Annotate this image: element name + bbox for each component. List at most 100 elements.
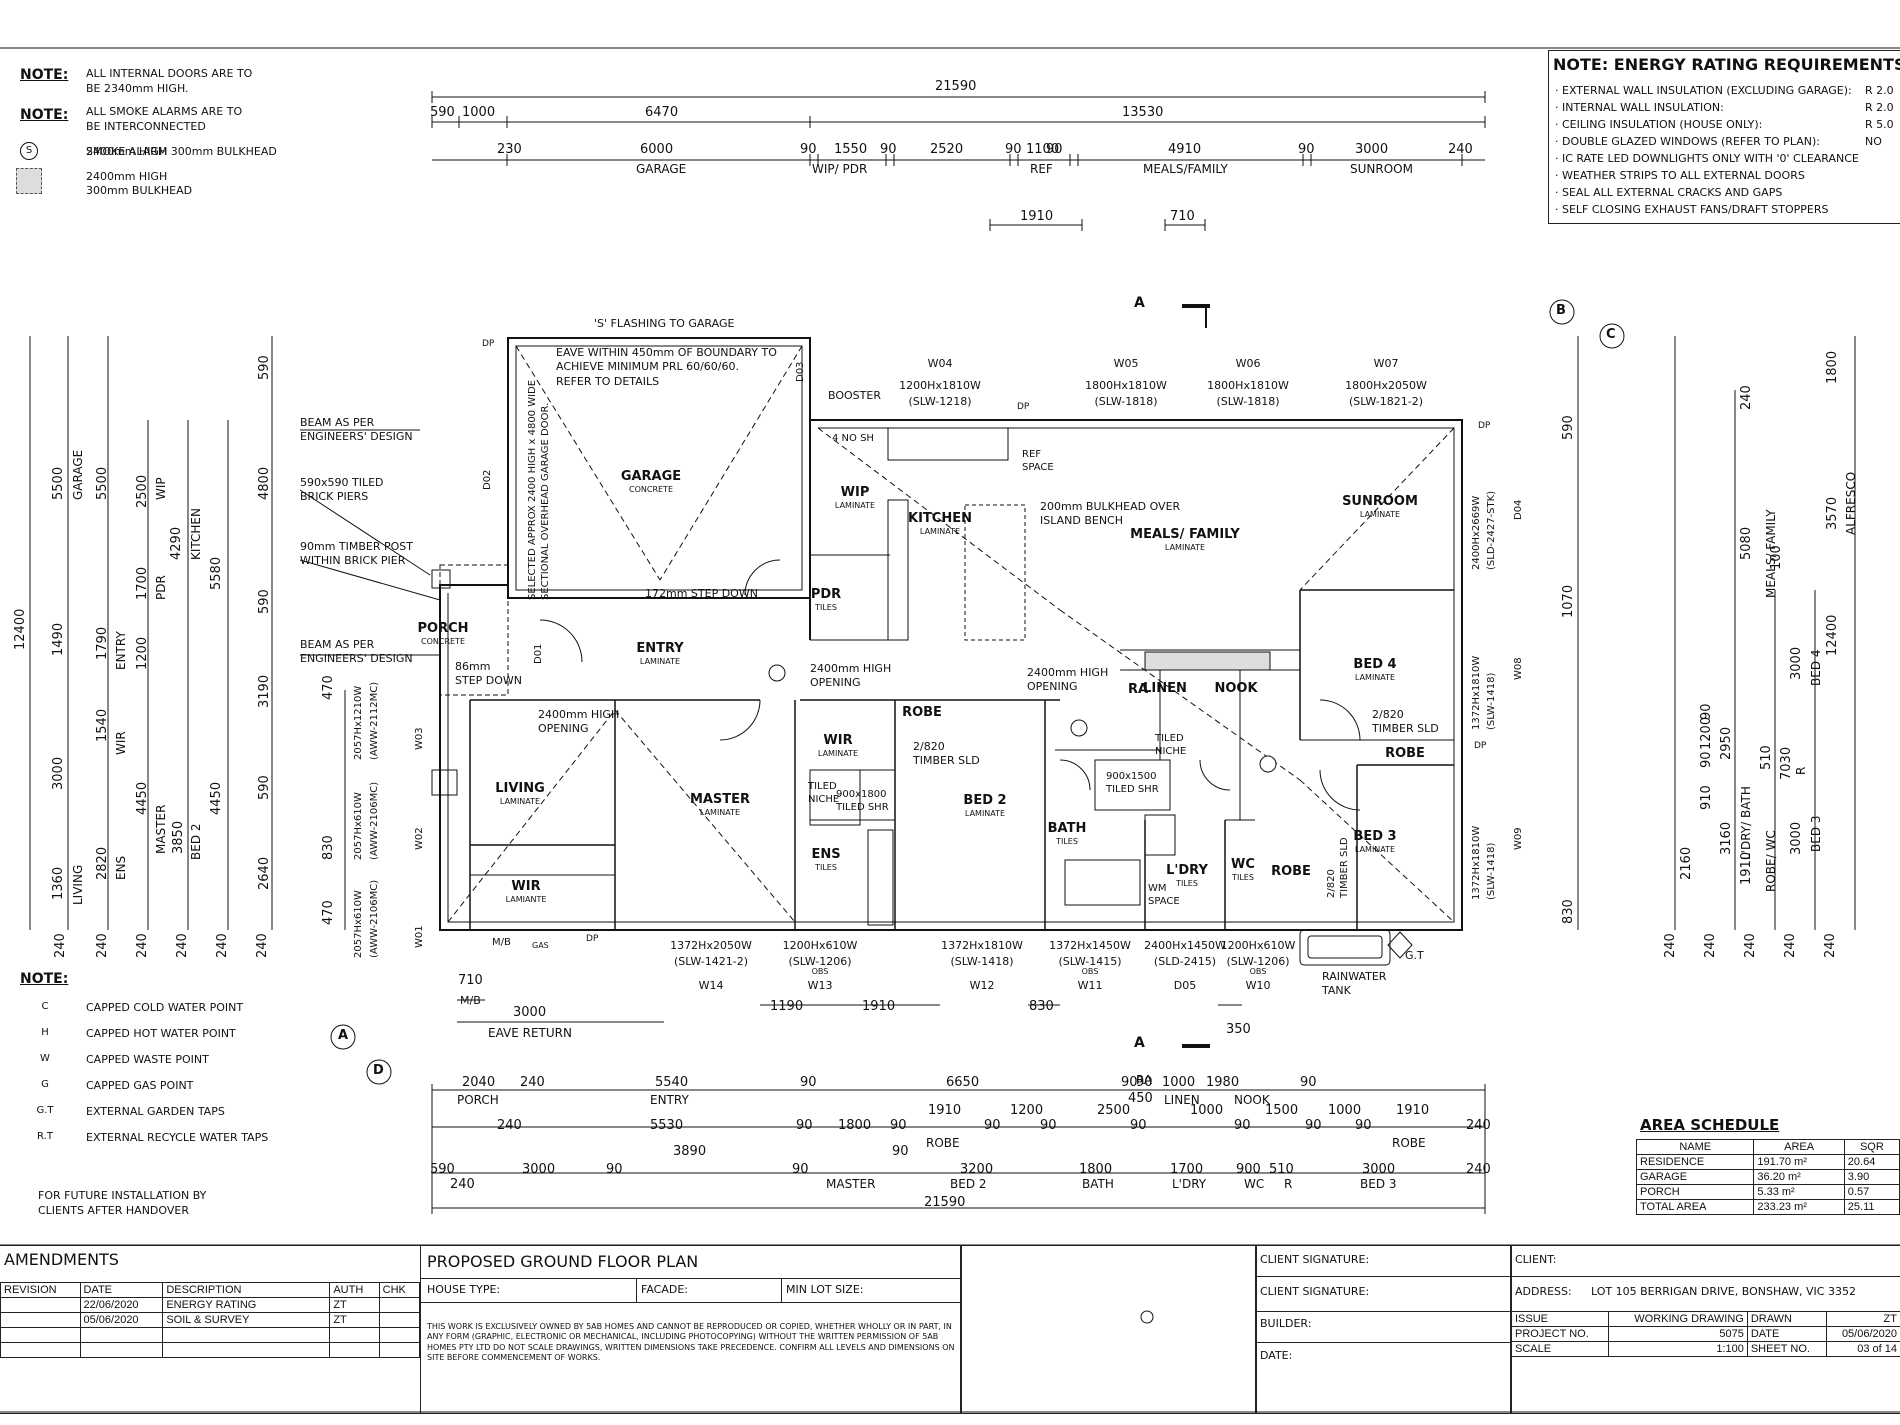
room-name: BED 4 <box>1353 657 1397 672</box>
dim-top-row3: 710 <box>1170 209 1195 224</box>
area-header-area: AREA <box>1753 1139 1845 1155</box>
legend-symbol-icon: G <box>41 1079 49 1090</box>
room-name: PDR <box>810 587 842 602</box>
energy-value: R 2.0 <box>1865 101 1894 114</box>
window-tag: W03 <box>414 727 425 750</box>
client-label: CLIENT: <box>1515 1253 1557 1266</box>
tiled-niche-note: TILED NICHE <box>1155 733 1187 757</box>
dim-left: 1360 <box>51 866 66 900</box>
window-tag: W01 <box>414 925 425 948</box>
area-cell: 36.20 m² <box>1753 1169 1845 1185</box>
dim-bottom-row2: 1000 <box>1190 1103 1224 1118</box>
window-code: (SLW-1418) <box>950 955 1014 968</box>
amend-cell <box>0 1312 81 1328</box>
dim-bottom-row3: 1800 <box>1079 1162 1113 1177</box>
room-name: GARAGE <box>620 469 682 484</box>
amend-cell: SOIL & SURVEY <box>162 1312 331 1328</box>
dim-top-row2: 240 <box>1448 142 1473 157</box>
beam-note: BEAM AS PER ENGINEERS' DESIGN <box>300 638 413 666</box>
dim-left: 4290 <box>169 526 184 560</box>
downpipe-label: DP <box>1474 741 1487 751</box>
dim-bottom-row2: 90 <box>1130 1118 1147 1133</box>
room-name: PORCH <box>417 621 469 636</box>
amend-row: 05/06/2020 SOIL & SURVEY ZT <box>0 1312 421 1328</box>
window-tag: D04 <box>1513 499 1524 520</box>
project-value: 5075 <box>1607 1326 1748 1342</box>
dim-right-label: L'DRY/ BATH <box>1739 786 1753 860</box>
dim-left: 5500 <box>51 466 66 500</box>
dim-top-row1: 1000 <box>462 105 496 120</box>
dim-bottom-row1: 450 <box>1128 1091 1153 1106</box>
legend-symbol-icon: R.T <box>37 1131 53 1142</box>
window-size: 1200Hx610W <box>782 939 858 952</box>
project-details: ISSUE WORKING DRAWING DRAWN ZT PROJECT N… <box>1511 1311 1900 1357</box>
dim-bottom-row2: 240 <box>497 1118 522 1133</box>
notes-bottom-footer: FOR FUTURE INSTALLATION BY CLIENTS AFTER… <box>38 1189 207 1218</box>
signature-box: CLIENT SIGNATURE: CLIENT SIGNATURE: BUIL… <box>1255 1245 1512 1414</box>
issue-label: ISSUE <box>1511 1311 1609 1327</box>
dim-bottom-row1: 90 <box>800 1075 817 1090</box>
amend-header: DATE <box>79 1282 164 1298</box>
dim-left: 4450 <box>209 781 224 815</box>
window-code: (SLW-1218) <box>908 395 972 408</box>
energy-value: NO <box>1865 135 1882 148</box>
window-obs: OBS <box>811 967 829 976</box>
smoke-alarm-label: 2400mm HIGH 300mm BULKHEAD <box>86 145 277 158</box>
window-size: 2057Hx610W <box>353 890 364 958</box>
dim-bottom-label: BATH <box>1082 1177 1114 1191</box>
dim-left: 3190 <box>257 674 272 708</box>
amend-header: AUTH <box>329 1282 380 1298</box>
dim-right: 90 <box>1699 751 1714 768</box>
dim-bottom-row2: 90 <box>1355 1118 1372 1133</box>
room-name: MASTER <box>689 792 751 807</box>
dim-left-bottom: 240 <box>135 933 150 958</box>
dim-left: 470 <box>321 900 336 925</box>
window-code: (SLW-1206) <box>1226 955 1290 968</box>
area-header-sqr: SQR <box>1843 1139 1900 1155</box>
dim-bottom-label: PORCH <box>457 1093 499 1107</box>
window-code: (AWW-2106MC) <box>369 879 380 958</box>
window-size: 1372Hx1450W <box>1049 939 1131 952</box>
dim-left: 470 <box>321 675 336 700</box>
area-cell: 0.57 <box>1843 1184 1900 1200</box>
dim-top-row2: 90 <box>800 142 817 157</box>
dim-bottom-row1: 6650 <box>946 1075 980 1090</box>
dim-bottom-label: BED 3 <box>1360 1177 1397 1191</box>
room-name: ROBE <box>1385 746 1425 761</box>
window-tag: W08 <box>1513 657 1524 680</box>
area-cell: TOTAL AREA <box>1635 1199 1755 1215</box>
dim-left: 2820 <box>95 846 110 880</box>
energy-item: · DOUBLE GLAZED WINDOWS (REFER TO PLAN): <box>1555 135 1820 148</box>
downpipe-label: DP <box>1478 421 1491 431</box>
legend-text: CAPPED WASTE POINT <box>86 1053 209 1066</box>
dim-bottom-row1: 1980 <box>1206 1075 1240 1090</box>
dim-left: 1200 <box>135 636 150 670</box>
dim-top-label: MEALS/FAMILY <box>1143 162 1228 176</box>
dim-left-bottom: 240 <box>175 933 190 958</box>
room-finish: LAMINATE <box>817 749 859 758</box>
downpipe-label: DP <box>1017 402 1030 412</box>
dim-bottom-row3: 3890 <box>673 1144 707 1159</box>
dim-right-label: BED 4 <box>1809 649 1823 686</box>
energy-value: R 2.0 <box>1865 84 1894 97</box>
area-schedule: AREA SCHEDULE NAME AREA SQR RESIDENCE 19… <box>1635 1118 1900 1215</box>
dim-bottom-row1: 90 <box>1300 1075 1317 1090</box>
room-name: ENS <box>811 847 841 862</box>
drawn-value: ZT <box>1825 1311 1900 1327</box>
area-cell: 20.64 <box>1843 1154 1900 1170</box>
section-mark-d: D <box>373 1063 384 1078</box>
room-name: WIR <box>823 733 853 748</box>
gas-note: GAS <box>532 941 549 950</box>
room-finish: LAMINATE <box>919 527 961 536</box>
window-code: (SLW-1206) <box>788 955 852 968</box>
dim-bottom-row3: 1700 <box>1170 1162 1204 1177</box>
project-box: CLIENT: ADDRESS: LOT 105 BERRIGAN DRIVE,… <box>1510 1245 1900 1414</box>
dim-right: 7030 <box>1779 746 1794 780</box>
dim-left: 1790 <box>95 626 110 660</box>
window-size: 1800Hx1810W <box>1085 379 1167 392</box>
room-finish: TILES <box>1056 837 1078 846</box>
dim-right: 3570 <box>1825 496 1840 530</box>
dim-bottom-label: R <box>1284 1177 1293 1191</box>
room-name: ROBE <box>1271 864 1311 879</box>
dim-bottom-row3: 590 <box>430 1162 455 1177</box>
